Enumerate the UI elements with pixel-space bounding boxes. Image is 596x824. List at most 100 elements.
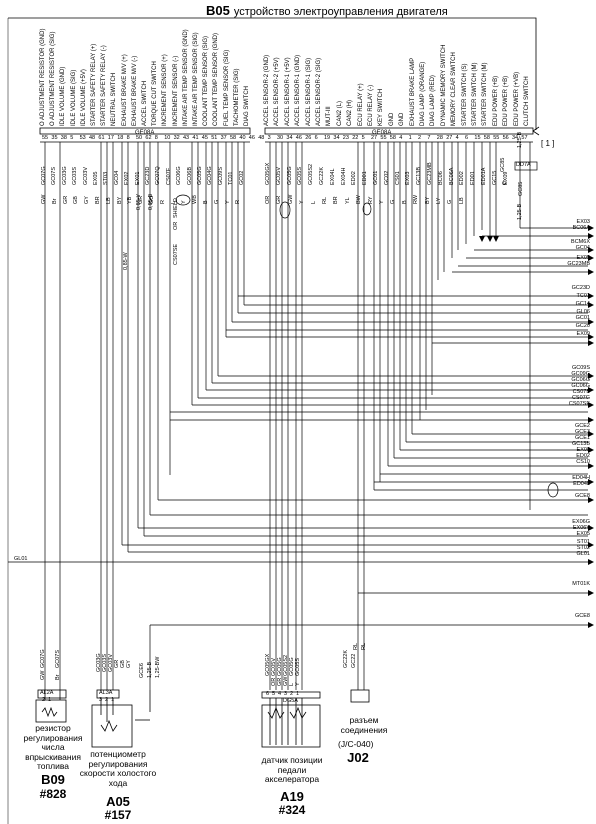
wire-code: GC06B: [186, 166, 193, 185]
rail-label: GC23MB: [567, 261, 590, 267]
pin-number: 27: [446, 135, 453, 141]
ecu-function-label: COOLANT TEMP SENSOR (GND): [213, 32, 220, 126]
ecu-function-label: GND: [399, 112, 406, 126]
wire-color: BY: [116, 196, 123, 204]
ref-mark: [ 1 ]: [541, 139, 555, 148]
wire-code: GC07Q: [155, 166, 162, 185]
pin-number: 8: [126, 135, 130, 141]
rail-label: GC04: [575, 245, 590, 251]
ground-line-label: GL01: [14, 556, 28, 562]
inline-label-2: 0,85-Y: [136, 193, 142, 210]
inline-label-4: CS07SE: [173, 243, 179, 265]
wire-code: ED01A: [481, 167, 487, 185]
ecu-connector-right: [264, 127, 534, 135]
pin-number: 43: [183, 135, 190, 141]
rail-label: GC09G: [571, 371, 590, 377]
connector-left-label: GE08A: [135, 130, 155, 136]
wire-code: ED02: [351, 171, 358, 185]
connector-pin: 2: [42, 697, 46, 703]
pin-number: 34: [333, 135, 340, 141]
wire-color: GB: [73, 196, 80, 204]
connector-pin: 1: [296, 691, 300, 697]
ecu-function-label: EXHAUST BRAKE LAMP: [409, 57, 416, 126]
wire-code: BC06A: [448, 167, 455, 185]
inline-label-6: SHIELD: [173, 198, 179, 218]
ecu-function-label: INTAKE AIR TEMP SENSOR (SIG): [193, 32, 199, 126]
connector-pin: 3: [284, 691, 288, 697]
pin-number: 62: [145, 135, 152, 141]
relay-code: GC85: [518, 181, 524, 196]
a05-connector: AL3A: [99, 690, 113, 696]
pin-number: 30: [277, 135, 284, 141]
rail-label: EX08: [576, 447, 590, 453]
bottom-wire-code: RL: [353, 642, 359, 650]
ecu-function-label: NEUTRAL SWITCH: [111, 72, 118, 126]
inline-label-3: 0,85-B: [148, 193, 154, 210]
pin-number: 35: [51, 135, 58, 141]
wire-color: Y: [224, 200, 231, 204]
rail-label: ST01: [576, 539, 590, 545]
ecu-function-label: STARTER SAFETY RELAY (+): [91, 43, 97, 126]
wire-code: GC07G: [41, 166, 47, 185]
pin-number: 15: [474, 135, 481, 141]
ecu-function-label: GND: [388, 112, 395, 126]
wire-color: YL: [344, 197, 351, 204]
ecu-function-label: ACCEL SENSOR-2 (GND): [264, 54, 270, 126]
ecu-function-label: ECU RELAY (+): [357, 83, 364, 126]
pin-number: 58: [483, 135, 490, 141]
pin-number: 55: [493, 135, 500, 141]
rail-label: GC06G: [571, 377, 590, 383]
rail-label: ED02: [576, 453, 590, 459]
pin-number: 61: [98, 135, 105, 141]
wire-code: GC02: [383, 170, 390, 185]
ecu-function-label: STARTER SWITCH (M): [472, 62, 478, 126]
ecu-function-label: IDLE VOLUME (SIG): [70, 69, 77, 126]
wire-color: B: [203, 200, 209, 204]
rail-label: GCE2: [575, 423, 590, 429]
wire-code: EX01: [134, 171, 141, 185]
pin-number: 5: [361, 135, 365, 141]
wire-color: G: [390, 199, 397, 204]
wire-code: GC09S: [217, 166, 224, 185]
wire-color: BY: [424, 196, 431, 204]
rail-label: GCE3: [575, 429, 590, 435]
wire-code: TC01: [228, 171, 235, 185]
ecu-function-label: ACCEL SENSOR-2 (+5V): [274, 57, 281, 126]
wire-code: GC03G: [61, 166, 68, 185]
pin-number: 6: [314, 135, 318, 141]
relay-box: DD7A: [516, 162, 531, 168]
pin-number: 55: [42, 135, 49, 141]
wire-color: Y: [299, 200, 306, 204]
pin-number: 48: [258, 135, 265, 141]
wire-color: GW: [287, 194, 294, 204]
rail-label: GC06G: [571, 383, 590, 389]
bottom-wire-code: GCE6: [139, 663, 145, 678]
component-shapes: [35, 689, 370, 748]
rail-label: GCE1: [575, 435, 590, 441]
inline-label-1: 0,85-W: [123, 252, 129, 270]
wire-code: EX02: [124, 171, 131, 185]
title-text: устройство электроуправления двигателя: [233, 6, 448, 18]
pin-number: 45: [201, 135, 208, 141]
pin-number: 38: [60, 135, 67, 141]
wire-color: B: [401, 200, 408, 204]
ecu-function-label: STARTER SWITCH (M): [482, 62, 489, 126]
wire-color: G: [447, 199, 454, 204]
inline-label-5: OR: [173, 221, 179, 230]
a05-code: A05: [106, 794, 130, 809]
ecu-function-label: EDU POWER (+B): [492, 75, 499, 126]
rail-label: GCE8: [575, 493, 590, 499]
wire-color: R: [159, 200, 166, 204]
wire-code: GC06G: [176, 166, 183, 185]
wire-code: EX04L: [329, 168, 336, 185]
ecu-function-label: DIAG LAMP (ORANGE): [420, 61, 426, 126]
a19-number: #324: [278, 803, 306, 817]
rail-label: GC14: [575, 301, 590, 307]
a05-number: #157: [104, 808, 132, 822]
relay-wire: 1,25-B: [517, 131, 523, 148]
wire-code: ED01: [362, 171, 369, 185]
rail-label: MT01K: [572, 581, 590, 587]
rail-label: GL06: [576, 309, 590, 315]
wire-color: BR: [333, 196, 340, 204]
